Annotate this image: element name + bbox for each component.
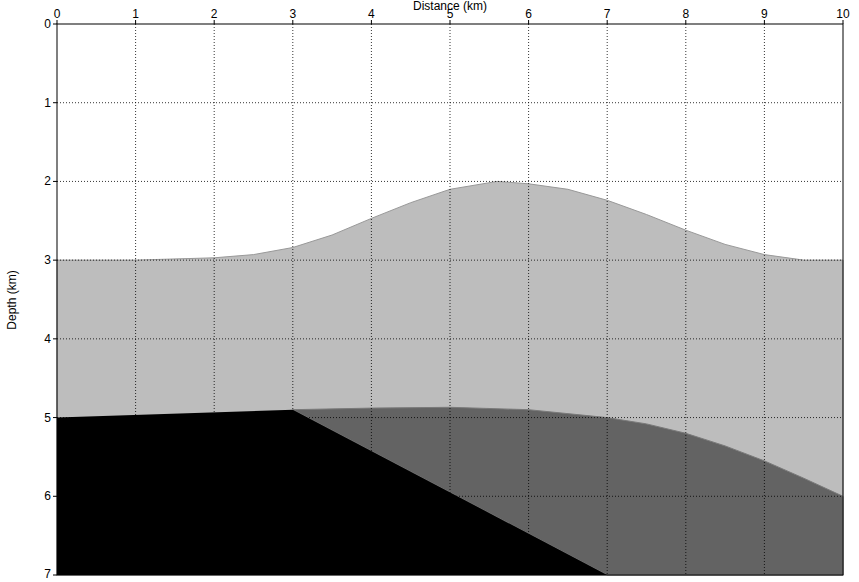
tick-mark [764,20,765,24]
tick-mark [53,338,57,339]
tick-mark [53,102,57,103]
tick-mark [685,20,686,24]
grid-line [528,24,529,575]
tick-label: 5 [44,412,51,424]
tick-label: 0 [54,8,61,20]
tick-mark [53,496,57,497]
grid-line [764,24,765,575]
grid-line [57,260,843,261]
grid-line [214,24,215,575]
grid-line [57,417,843,418]
tick-label: 7 [604,8,611,20]
axis-title: Depth (km) [6,270,18,329]
tick-mark [607,20,608,24]
tick-mark [53,181,57,182]
grid-line [57,496,843,497]
tick-label: 2 [211,8,218,20]
tick-mark [450,20,451,24]
tick-label: 6 [525,8,532,20]
grid-line [450,24,451,575]
grid-line [57,181,843,182]
tick-mark [292,20,293,24]
tick-mark [214,20,215,24]
tick-label: 8 [682,8,689,20]
grid-line [57,338,843,339]
grid-line [607,24,608,575]
grid-line [371,24,372,575]
tick-label: 10 [836,8,849,20]
tick-label: 4 [44,333,51,345]
tick-label: 2 [44,175,51,187]
basement-block [57,410,607,575]
grid-line [292,24,293,575]
tick-label: 6 [44,490,51,502]
grid-line [685,24,686,575]
grid-line [57,102,843,103]
tick-mark [135,20,136,24]
tick-mark [528,20,529,24]
tick-label: 5 [447,8,454,20]
tick-label: 1 [44,97,51,109]
tick-mark [53,575,57,576]
tick-mark [371,20,372,24]
tick-mark [57,20,58,24]
tick-mark [53,260,57,261]
tick-label: 3 [44,254,51,266]
tick-mark [53,24,57,25]
tick-label: 7 [44,568,51,580]
tick-label: 1 [132,8,139,20]
tick-label: 4 [368,8,375,20]
tick-label: 0 [44,18,51,30]
grid-line [135,24,136,575]
plot-frame [57,24,843,575]
tick-mark [843,20,844,24]
tick-mark [53,417,57,418]
tick-label: 3 [289,8,296,20]
tick-label: 9 [761,8,768,20]
